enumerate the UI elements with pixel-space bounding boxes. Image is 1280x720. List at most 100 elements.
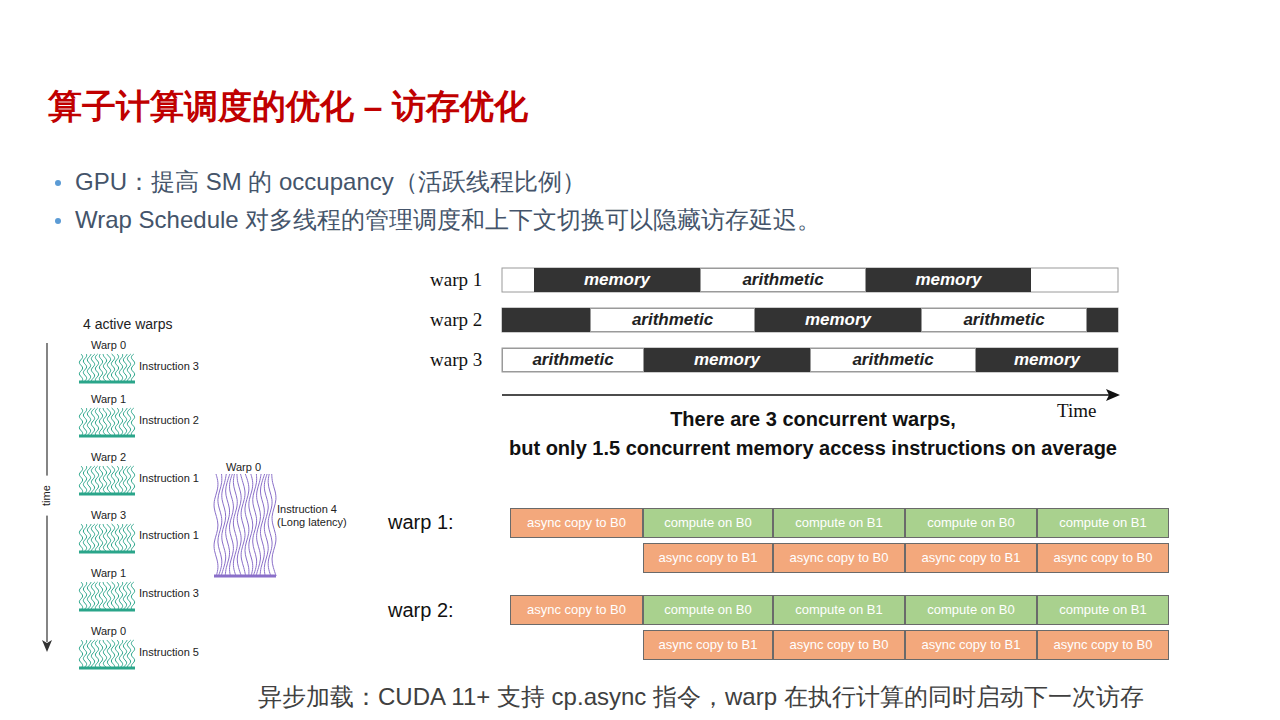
thread-strand: [119, 640, 122, 668]
row-label: warp 2:: [388, 598, 454, 622]
warp-icon: [79, 640, 135, 668]
box-text: async copy to B1: [659, 551, 758, 565]
memory-segment: [502, 308, 590, 332]
box-text: async copy to B0: [1054, 551, 1153, 565]
warp-icon: [79, 354, 135, 382]
thread-strand: [268, 474, 272, 576]
thread-strand: [99, 640, 102, 668]
thread-strand: [87, 524, 91, 552]
time-arrow: [46, 343, 47, 478]
thread-strand: [107, 582, 111, 610]
thread-strand: [111, 408, 114, 436]
thread-strand: [115, 582, 118, 610]
box-text: compute on B0: [927, 603, 1014, 617]
axis-arrowhead: [1106, 389, 1120, 401]
thread-strand: [99, 524, 102, 552]
thread-strand: [127, 466, 131, 494]
arithmetic-segment: arithmetic: [921, 308, 1087, 332]
memory-segment: memory: [866, 268, 1031, 292]
box-text: memory: [805, 311, 871, 330]
copy-box: async copy to B1: [905, 543, 1037, 573]
thread-strand: [119, 466, 122, 494]
thread-strand: [99, 354, 102, 382]
compute-box: compute on B0: [643, 595, 773, 625]
thread-strand: [95, 354, 98, 382]
compute-box: compute on B0: [643, 508, 773, 538]
timeline-row: [502, 308, 1118, 332]
thread-strand: [87, 466, 91, 494]
warp-label: Warp 0: [226, 461, 261, 474]
copy-box: async copy to B1: [643, 630, 773, 660]
instruction-label: Instruction 2: [139, 414, 199, 427]
thread-strand: [107, 640, 111, 668]
thread-strand: [260, 474, 265, 576]
box-text: compute on B1: [795, 603, 882, 617]
thread-strand: [131, 640, 134, 668]
thread-strand: [123, 582, 127, 610]
thread-strand: [111, 354, 114, 382]
thread-strand: [115, 640, 118, 668]
thread-strand: [87, 640, 91, 668]
thread-strand: [111, 582, 114, 610]
thread-strand: [91, 582, 95, 610]
row-label: warp 3: [430, 349, 482, 372]
thread-strand: [127, 640, 131, 668]
axis-label: Time: [1057, 400, 1096, 423]
box-text: memory: [694, 351, 760, 370]
thread-strand: [83, 582, 86, 610]
thread-strand: [103, 582, 107, 610]
instruction-label: Instruction 4 (Long latency): [277, 503, 357, 529]
thread-strand: [91, 640, 95, 668]
box-text: async copy to B0: [1054, 638, 1153, 652]
thread-strand: [107, 408, 111, 436]
thread-strand: [95, 640, 98, 668]
thread-strand: [131, 582, 134, 610]
row-label: warp 1:: [388, 510, 454, 534]
thread-strand: [91, 354, 95, 382]
copy-box: async copy to B1: [643, 543, 773, 573]
compute-box: compute on B1: [1037, 595, 1169, 625]
warp-label: Warp 2: [91, 451, 126, 464]
compute-box: compute on B1: [773, 595, 905, 625]
memory-segment: memory: [976, 348, 1118, 372]
warp-label: Warp 1: [91, 567, 126, 580]
thread-strand: [127, 354, 131, 382]
warp-label: Warp 1: [91, 393, 126, 406]
thread-strand: [99, 466, 102, 494]
thread-strand: [95, 466, 98, 494]
box-text: compute on B1: [1059, 603, 1146, 617]
thread-strand: [131, 408, 134, 436]
thread-strand: [127, 582, 131, 610]
box-text: compute on B0: [927, 516, 1014, 530]
memory-segment: memory: [534, 268, 700, 292]
thread-strand: [111, 524, 114, 552]
thread-strand: [103, 408, 107, 436]
thread-strand: [95, 524, 98, 552]
box-text: arithmetic: [852, 351, 933, 370]
thread-strand: [91, 466, 95, 494]
row-label: warp 1: [430, 269, 482, 292]
thread-strand: [115, 408, 118, 436]
warp-icon: [79, 524, 135, 552]
box-text: async copy to B1: [922, 638, 1021, 652]
warp-icon: [79, 582, 135, 610]
memory-segment: memory: [644, 348, 810, 372]
warp-base: [214, 575, 276, 578]
thread-strand: [87, 354, 91, 382]
thread-strand: [123, 640, 127, 668]
box-text: compute on B0: [664, 516, 751, 530]
thread-strand: [99, 408, 102, 436]
copy-box: async copy to B0: [1037, 630, 1169, 660]
warp-icon: [79, 466, 135, 494]
arithmetic-segment: arithmetic: [810, 348, 976, 372]
box-text: async copy to B0: [527, 603, 626, 617]
thread-strand: [127, 524, 131, 552]
box-text: async copy to B0: [790, 638, 889, 652]
box-text: compute on B1: [795, 516, 882, 530]
thread-strand: [119, 354, 122, 382]
instruction-label: Instruction 3: [139, 360, 199, 373]
thread-strand: [245, 474, 249, 576]
box-text: compute on B0: [664, 603, 751, 617]
thread-strand: [87, 582, 91, 610]
thread-strand: [119, 582, 122, 610]
